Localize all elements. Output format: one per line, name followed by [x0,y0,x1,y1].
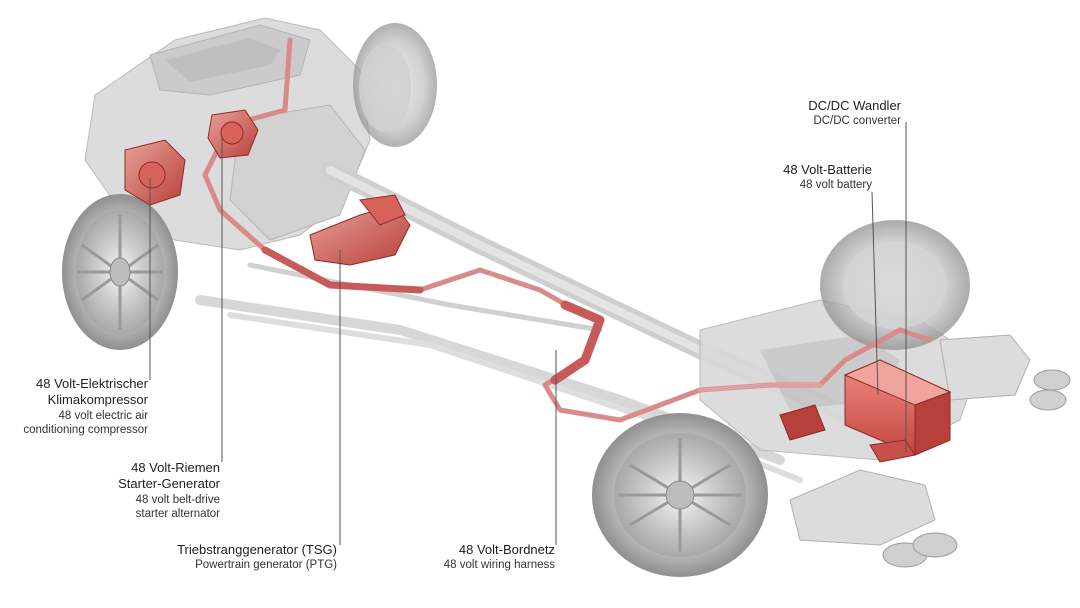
electric-ac-compressor [124,139,186,206]
rear-left-wheel [592,413,768,577]
harness-label-de: 48 Volt-Bordnetz [458,542,555,557]
dcdc-converter [869,439,916,463]
front-left-wheel [62,194,178,350]
exhaust-mufflers [789,334,1071,568]
leader-battery [871,191,879,396]
rear-right-wheel [820,220,970,350]
battery-label-de: 48 Volt-Batterie [783,162,872,177]
tsg-label-en: Powertrain generator (PTG) [195,559,337,572]
callout-wiring-harness: 48 Volt-Bordnetz 48 volt wiring harness [444,542,555,573]
powertrain-generator [309,194,411,266]
harness-label-en: 48 volt wiring harness [443,559,555,572]
tsg-label-de: Triebstranggenerator (TSG) [177,542,337,557]
leader-lines [149,122,907,545]
callout-electric-ac-compressor: 48 Volt-Elektrischer Klimakompressor 48 … [23,376,148,437]
aircon-label-de-2: Klimakompressor [47,392,148,408]
wiring-harness [202,37,933,423]
callout-belt-starter-generator: 48 Volt-Riemen Starter-Generator 48 volt… [118,460,220,521]
starter-label-en-1: 48 volt belt-drive [135,493,220,506]
front-right-wheel [353,23,437,147]
battery-48v [843,359,952,456]
battery-label-en: 48 volt battery [799,179,872,192]
callout-dcdc-converter: DC/DC Wandler DC/DC converter [808,98,901,129]
harness-junction [779,404,826,441]
aircon-label-en-1: 48 volt electric air [58,409,148,422]
starter-label-en-2: starter alternator [135,507,220,520]
aircon-label-de-1: 48 Volt-Elektrischer [36,376,148,391]
dcdc-label-de: DC/DC Wandler [808,98,901,113]
callout-powertrain-generator: Triebstranggenerator (TSG) Powertrain ge… [177,542,337,573]
callout-48v-battery: 48 Volt-Batterie 48 volt battery [783,162,872,193]
belt-starter-generator [207,109,259,159]
dcdc-label-en: DC/DC converter [813,115,901,128]
starter-label-de-2: Starter-Generator [118,476,220,492]
starter-label-de-1: 48 Volt-Riemen [131,460,220,475]
aircon-label-en-2: conditioning compressor [23,423,148,436]
